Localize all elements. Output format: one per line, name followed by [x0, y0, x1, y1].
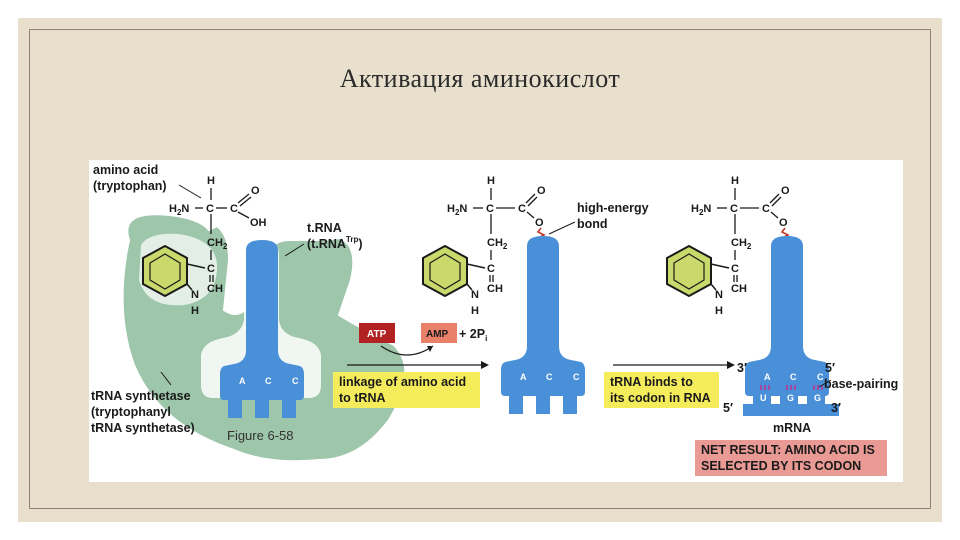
svg-text:H: H: [207, 175, 215, 187]
codon-u-block: [757, 390, 771, 404]
atp-box: [359, 323, 395, 343]
mrna-strand: [743, 404, 839, 416]
svg-text:O: O: [781, 185, 790, 197]
net-result-box: [695, 440, 887, 476]
anticodon-c2: C: [573, 372, 580, 382]
leader-line: [548, 221, 576, 235]
svg-text:H2N: H2N: [447, 203, 467, 217]
leader-line: [178, 184, 202, 199]
svg-text:CH2: CH2: [731, 237, 752, 251]
linkage-label-2: to tRNA: [339, 391, 386, 405]
base-pairing-label: base-pairing: [824, 377, 898, 391]
net-result-label-2: SELECTED BY ITS CODON: [701, 459, 861, 473]
anticodon-a: A: [239, 376, 246, 386]
atp-label: ATP: [367, 329, 387, 340]
svg-text:H: H: [715, 305, 723, 317]
anticodon-c1: C: [265, 376, 272, 386]
binds-label: tRNA binds to: [610, 375, 693, 389]
five-prime-mrna: 5′: [723, 401, 733, 415]
svg-text:H2N: H2N: [691, 203, 711, 217]
leader-line: [160, 371, 172, 386]
svg-text:C: C: [206, 203, 214, 215]
synthetase-label: tRNA synthetase: [91, 389, 191, 403]
slide-frame: [29, 29, 931, 509]
anticodon-a: A: [520, 372, 527, 382]
trna-trp-label: (t.RNATrp): [307, 235, 363, 251]
svg-text:C: C: [207, 263, 215, 275]
charged-trna: [501, 236, 585, 414]
svg-text:CH2: CH2: [487, 237, 508, 251]
svg-text:H2N: H2N: [169, 203, 189, 217]
svg-text:CH2: CH2: [207, 237, 228, 251]
svg-text:C: C: [730, 203, 738, 215]
tryptophan-molecule-1: H H2N C C O OH CH2 C CH N H: [142, 175, 267, 317]
svg-text:N: N: [715, 289, 723, 301]
high-energy-label: high-energy: [577, 201, 649, 215]
synthetase-label-2: (tryptophanyl: [91, 405, 171, 419]
codon-g1: G: [787, 393, 794, 403]
mrna-label: mRNA: [773, 421, 811, 435]
svg-text:H: H: [731, 175, 739, 187]
svg-text:H: H: [471, 305, 479, 317]
svg-text:H: H: [191, 305, 199, 317]
amino-acid-label: amino acid: [93, 163, 158, 177]
svg-text:C: C: [230, 203, 238, 215]
amino-acid-activation-diagram: amino acid (tryptophan) H H2N C C O OH C…: [91, 163, 898, 476]
linkage-label: linkage of amino acid: [339, 375, 466, 389]
anticodon-c1: C: [790, 372, 797, 382]
amp-box: [421, 323, 457, 343]
anticodon-a: A: [764, 372, 771, 382]
trna-label: t.RNA: [307, 221, 342, 235]
svg-text:CH: CH: [487, 283, 503, 295]
tryptophan-molecule-2: H H2N C C O O CH2 C CH N H: [422, 175, 546, 317]
bond-label: bond: [577, 217, 608, 231]
svg-text:O: O: [251, 185, 260, 197]
anticodon-c1: C: [546, 372, 553, 382]
anticodon-c2: C: [292, 376, 299, 386]
synthetase-label-3: tRNA synthetase): [91, 421, 195, 435]
svg-text:C: C: [518, 203, 526, 215]
three-prime-trna: 3′: [737, 361, 747, 375]
amp-label: AMP: [426, 329, 449, 340]
svg-text:OH: OH: [250, 217, 267, 229]
svg-text:C: C: [731, 263, 739, 275]
figure-panel: amino acid (tryptophan) H H2N C C O OH C…: [89, 160, 903, 482]
codon-g2-block: [811, 390, 825, 404]
amp-plus-label: + 2Pi: [459, 327, 487, 343]
svg-text:O: O: [535, 217, 544, 229]
svg-text:C: C: [487, 263, 495, 275]
svg-text:C: C: [486, 203, 494, 215]
five-prime-trna: 5′: [825, 361, 835, 375]
svg-text:C: C: [762, 203, 770, 215]
leader-line: [284, 243, 305, 257]
net-result-label: NET RESULT: AMINO ACID IS: [701, 443, 875, 457]
svg-text:O: O: [537, 185, 546, 197]
svg-text:H: H: [487, 175, 495, 187]
three-prime-mrna: 3′: [831, 401, 841, 415]
svg-text:CH: CH: [731, 283, 747, 295]
tryptophan-label: (tryptophan): [93, 179, 167, 193]
codon-g2: G: [814, 393, 821, 403]
figure-number: Figure 6-58: [227, 428, 293, 443]
svg-text:O: O: [779, 217, 788, 229]
anticodon-c2: C: [817, 372, 824, 382]
slide-title: Активация аминокислот: [339, 64, 621, 93]
binds-box: [604, 372, 719, 408]
linkage-box: [333, 372, 480, 408]
svg-text:CH: CH: [207, 283, 223, 295]
svg-text:N: N: [191, 289, 199, 301]
binds-label-2: its codon in RNA: [610, 391, 711, 405]
base-pairs: [760, 385, 823, 390]
codon-u: U: [760, 393, 767, 403]
codon-g1-block: [784, 390, 798, 404]
svg-text:N: N: [471, 289, 479, 301]
